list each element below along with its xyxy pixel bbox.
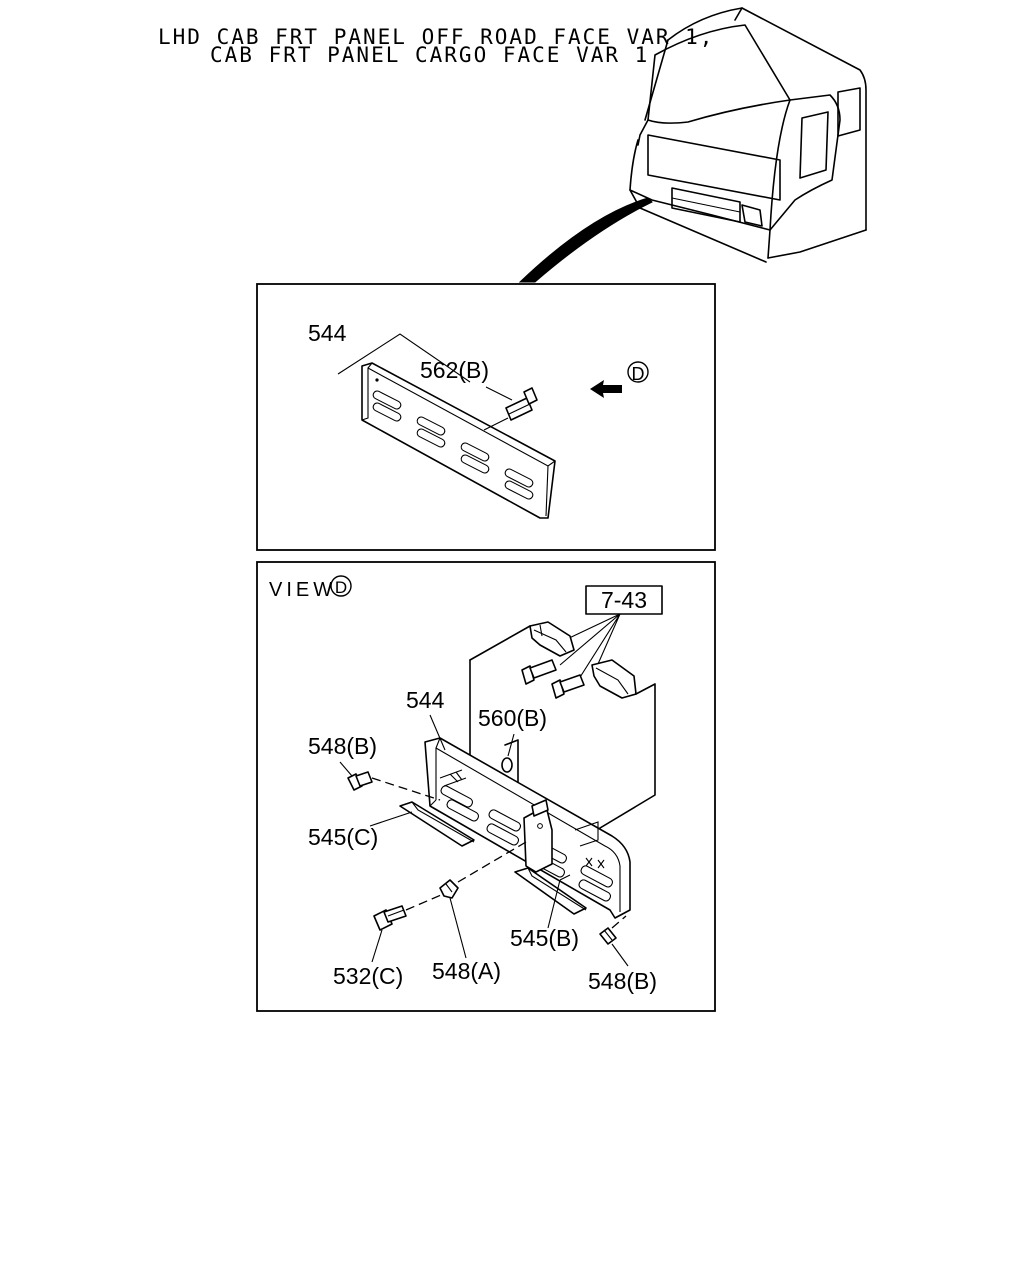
lower-label-548b-bottom: 548(B) — [588, 968, 657, 994]
lower-label-545c: 545(C) — [308, 824, 378, 850]
lower-label-548b-top: 548(B) — [308, 733, 377, 759]
bolt-532c — [373, 905, 407, 931]
upper-view-marker: D — [632, 364, 645, 384]
upper-leader-544 — [337, 333, 471, 383]
grille-plate-544-rear — [424, 737, 631, 919]
upper-label-544: 544 — [308, 320, 347, 346]
dash-548b-bottom — [611, 915, 627, 929]
lamp-bracket-left — [529, 621, 575, 657]
bracket-outline-left — [469, 625, 531, 661]
lower-leader-548a — [449, 897, 467, 959]
lower-panel: VIEW D 7-43 — [269, 575, 663, 994]
lower-leader-545c — [369, 811, 413, 827]
lower-leader-545b — [547, 879, 561, 929]
view-word: VIEW — [269, 579, 336, 601]
lower-label-532c: 532(C) — [333, 963, 403, 989]
lower-leader-532c — [371, 929, 383, 963]
lower-label-545b: 545(B) — [510, 925, 579, 951]
clip-560b — [501, 757, 513, 773]
header-line-2: CAB FRT PANEL CARGO FACE VAR 1 — [210, 43, 649, 67]
strip-545b — [514, 867, 587, 915]
header-line-1: LHD CAB FRT PANEL OFF ROAD FACE VAR 1, — [158, 25, 714, 49]
nut-548a — [439, 879, 459, 899]
lower-leader-544 — [429, 714, 446, 751]
grille-plate-544 — [361, 362, 556, 519]
bolt-562b — [483, 387, 538, 431]
ref-box — [585, 585, 663, 615]
view-marker-circle — [330, 575, 352, 597]
lower-leader-548b-bottom — [611, 943, 629, 967]
lower-label-548a: 548(A) — [432, 958, 501, 984]
dash-532c — [405, 891, 449, 911]
lower-panel-frame — [256, 561, 716, 1012]
ref-box-label: 7-43 — [601, 587, 647, 613]
screw-upper-right — [551, 674, 585, 699]
upper-leader-562b — [485, 386, 513, 401]
view-marker: D — [335, 578, 347, 597]
upper-panel: 544 562(B) — [308, 320, 649, 519]
view-d-arrow-icon: D — [590, 361, 649, 398]
strip-545c — [399, 801, 475, 847]
lower-label-560b: 560(B) — [478, 705, 547, 731]
truck-cab-illustration — [518, 7, 867, 283]
clip-548b-top — [347, 771, 373, 791]
ref-box-leaders — [559, 613, 621, 683]
lower-leader-548b-top — [339, 761, 353, 777]
screw-upper-left — [521, 659, 557, 685]
lower-label-544: 544 — [406, 687, 445, 713]
upper-label-562b: 562(B) — [420, 357, 489, 383]
dash-548b-top — [371, 777, 441, 801]
upper-panel-frame — [256, 283, 716, 551]
bracket-outline-right — [579, 683, 656, 841]
lower-leader-560b — [507, 733, 515, 757]
clip-548b-bottom — [599, 927, 617, 945]
lamp-bracket-right — [591, 659, 637, 699]
lower-leader-545b-tip — [559, 874, 571, 881]
